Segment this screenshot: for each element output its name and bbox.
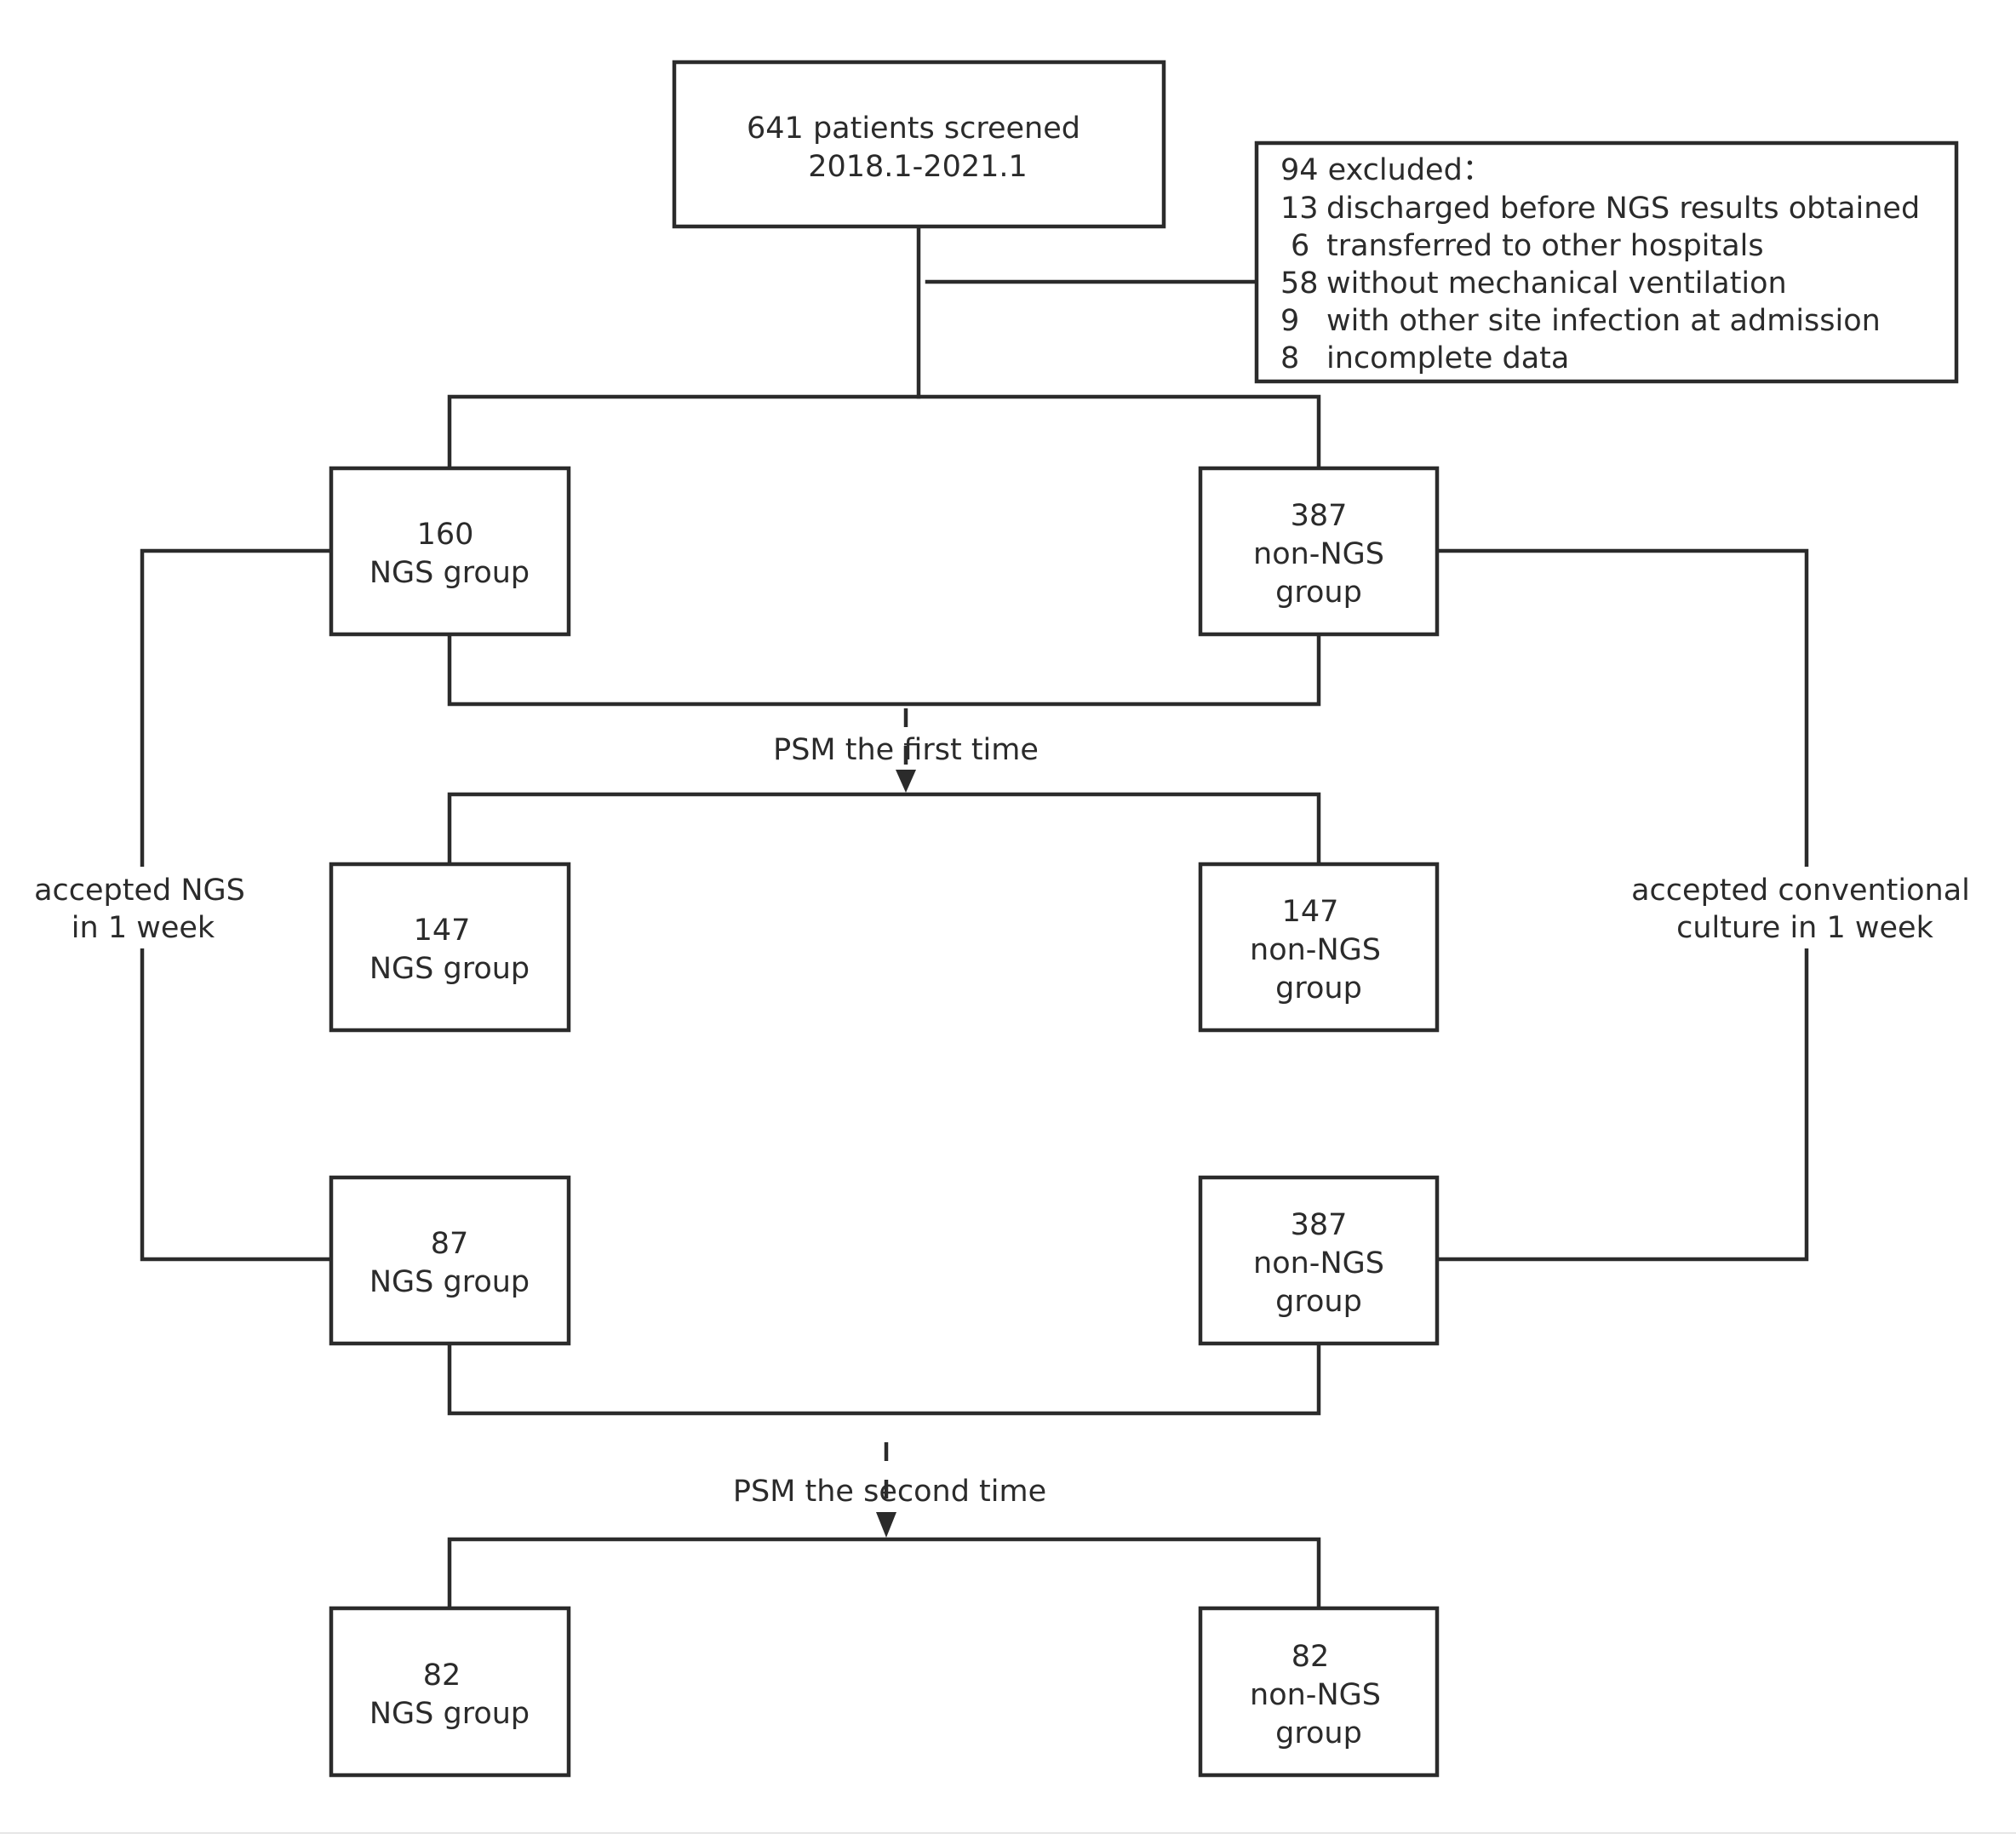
non-ngs-group-matched2-count: 82 [1292, 1640, 1330, 1674]
exclusion-count: 58 [1280, 266, 1319, 301]
non-ngs-subgroup-label: group [1275, 1285, 1362, 1319]
exclusion-reason: without mechanical ventilation [1326, 266, 1787, 301]
psm-second-arrowhead [876, 1512, 896, 1538]
psm-first-arrowhead [896, 770, 916, 793]
ngs-group-matched1-box [329, 862, 571, 1033]
screening-line1: 641 patients screened [747, 112, 1080, 146]
non-ngs-group-initial-label: non-NGS [1253, 537, 1384, 571]
exclusion-header: 94 excluded： [1280, 153, 1492, 187]
exclusion-box [1254, 140, 1959, 384]
non-ngs-group-matched1-label: group [1275, 971, 1362, 1005]
ngs-group-matched1-label: NGS group [369, 952, 530, 986]
non-ngs-subgroup-count: 387 [1291, 1208, 1348, 1242]
exclusion-count: 6 [1291, 229, 1309, 263]
exclusion-count: 13 [1280, 192, 1319, 226]
ngs-group-matched2-label: NGS group [369, 1697, 530, 1731]
ngs-subgroup-label: NGS group [369, 1265, 530, 1299]
ngs-group-matched2-count: 82 [423, 1659, 461, 1693]
connector-split-first-match [447, 792, 1321, 867]
screening-box [672, 60, 1166, 229]
non-ngs-group-matched2-label: group [1275, 1716, 1362, 1750]
non-ngs-group-initial-label: group [1275, 576, 1362, 610]
ngs-group-matched1-count: 147 [414, 914, 471, 948]
side-label-left-backing [31, 867, 254, 948]
non-ngs-group-initial-count: 387 [1291, 499, 1348, 533]
ngs-group-initial-box [329, 466, 571, 637]
psm-first-label: PSM the first time [773, 733, 1039, 767]
ngs-group-matched2-box [329, 1606, 571, 1778]
exclusion-reason: incomplete data [1326, 341, 1569, 375]
connector-merge-initial [447, 632, 1321, 707]
exclusion-count: 8 [1280, 341, 1299, 375]
non-ngs-group-initial-box [1198, 466, 1440, 637]
side-label-right-line2: culture in 1 week [1676, 911, 1933, 945]
side-label-left-line1: accepted NGS [34, 874, 245, 908]
non-ngs-group-matched2-label: non-NGS [1250, 1678, 1381, 1712]
bottom-divider [0, 1832, 2016, 1834]
non-ngs-group-matched1-label: non-NGS [1250, 933, 1381, 967]
non-ngs-subgroup-box [1198, 1175, 1440, 1346]
exclusion-reason: with other site infection at admission [1326, 304, 1881, 338]
non-ngs-group-matched1-count: 147 [1282, 895, 1339, 929]
side-label-left-line2: in 1 week [72, 911, 215, 945]
ngs-group-initial-label: NGS group [369, 556, 530, 590]
psm-second-label: PSM the second time [733, 1475, 1046, 1509]
exclusion-count: 9 [1280, 304, 1299, 338]
non-ngs-group-matched2-box [1198, 1606, 1440, 1778]
ngs-group-initial-count: 160 [417, 518, 474, 552]
screening-line2: 2018.1-2021.1 [808, 150, 1028, 184]
side-label-right-line1: accepted conventional [1631, 874, 1970, 908]
exclusion-reason: discharged before NGS results obtained [1326, 192, 1920, 226]
ngs-subgroup-count: 87 [431, 1227, 469, 1261]
non-ngs-subgroup-label: non-NGS [1253, 1246, 1384, 1280]
side-label-right-backing [1628, 867, 1985, 948]
connector-split-initial [447, 394, 1321, 471]
exclusion-reason: transferred to other hospitals [1326, 229, 1764, 263]
ngs-subgroup-box [329, 1175, 571, 1346]
connector-merge-subgroups [447, 1341, 1321, 1416]
non-ngs-group-matched1-box [1198, 862, 1440, 1033]
connector-split-second-match [447, 1537, 1321, 1611]
